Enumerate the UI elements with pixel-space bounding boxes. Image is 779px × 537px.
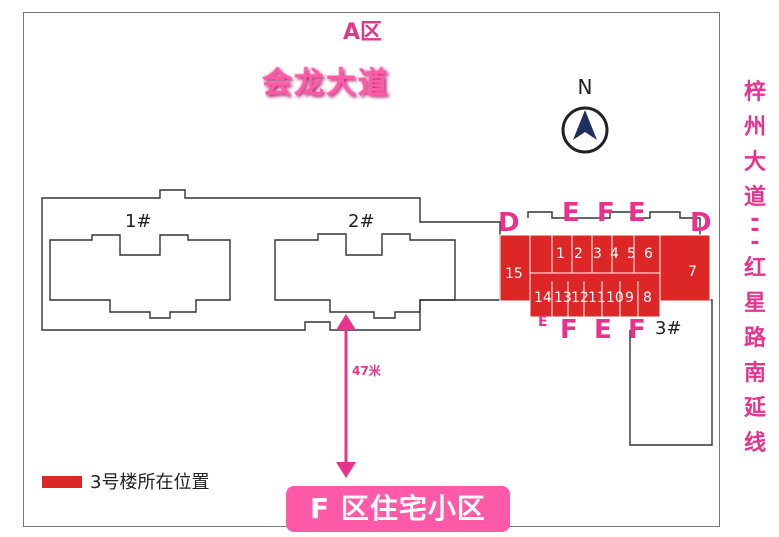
road-char: -	[750, 217, 760, 242]
unit-type-letter: E	[562, 198, 580, 228]
distance-label: 47米	[352, 364, 381, 378]
huilong-avenue-label: 会龙大道	[262, 66, 390, 101]
unit-number: 8	[643, 290, 652, 306]
building-3-highlight	[499, 234, 711, 318]
building-2-wing	[274, 233, 456, 319]
unit-number: 5	[627, 246, 636, 262]
unit-number: 14	[534, 290, 552, 306]
unit-type-letter: F	[597, 198, 615, 228]
road-char: 线	[743, 431, 766, 456]
road-char: 南	[743, 361, 766, 386]
road-char: 路	[743, 326, 766, 351]
zone-f-label: F 区住宅小区	[286, 486, 510, 532]
unit-number: 11	[588, 290, 606, 306]
road-char: 梓	[743, 80, 766, 105]
unit-number: 4	[610, 246, 619, 262]
building-3-outline	[629, 211, 713, 446]
unit-type-letter: E	[538, 314, 548, 330]
road-char: 大	[743, 150, 766, 175]
north-arrow-icon: N	[561, 76, 609, 154]
unit-type-letter: E	[594, 315, 612, 345]
road-char: 州	[743, 115, 766, 140]
road-char: 红	[743, 256, 766, 281]
unit-number: 6	[644, 246, 653, 262]
unit-type-letter: F	[628, 315, 646, 345]
unit-number: 12	[571, 290, 589, 306]
unit-number: 1	[556, 246, 565, 262]
unit-number: 7	[688, 264, 697, 280]
unit-type-letter: D	[690, 208, 712, 238]
unit-number: 9	[625, 290, 634, 306]
unit-number: 15	[505, 266, 523, 282]
unit-number: 2	[574, 246, 583, 262]
unit-type-letter: F	[560, 315, 578, 345]
unit-number: 3	[593, 246, 602, 262]
road-char: 星	[743, 291, 766, 316]
legend-swatch	[42, 476, 82, 488]
unit-type-letter: D	[498, 208, 520, 238]
building-3-label: 3#	[655, 318, 682, 339]
road-char: 道	[743, 185, 766, 210]
building-1-wing	[49, 234, 231, 319]
unit-number: 10	[606, 290, 624, 306]
road-char: 延	[743, 396, 766, 421]
unit-number: 13	[554, 290, 572, 306]
zizhou-hongxing-road-label: 梓 州 大 道 - - - 红 星 路 南 延 线	[738, 75, 772, 461]
legend-label: 3号楼所在位置	[90, 472, 210, 493]
distance-arrow	[336, 314, 356, 478]
building-2-label: 2#	[348, 211, 375, 232]
zone-a-label: A区	[343, 20, 383, 45]
road-char: -	[750, 230, 760, 255]
north-label: N	[578, 76, 593, 99]
building-1-label: 1#	[125, 211, 152, 232]
road-char: -	[750, 207, 760, 232]
unit-type-letter: E	[628, 198, 646, 228]
building-3-core	[527, 211, 640, 219]
